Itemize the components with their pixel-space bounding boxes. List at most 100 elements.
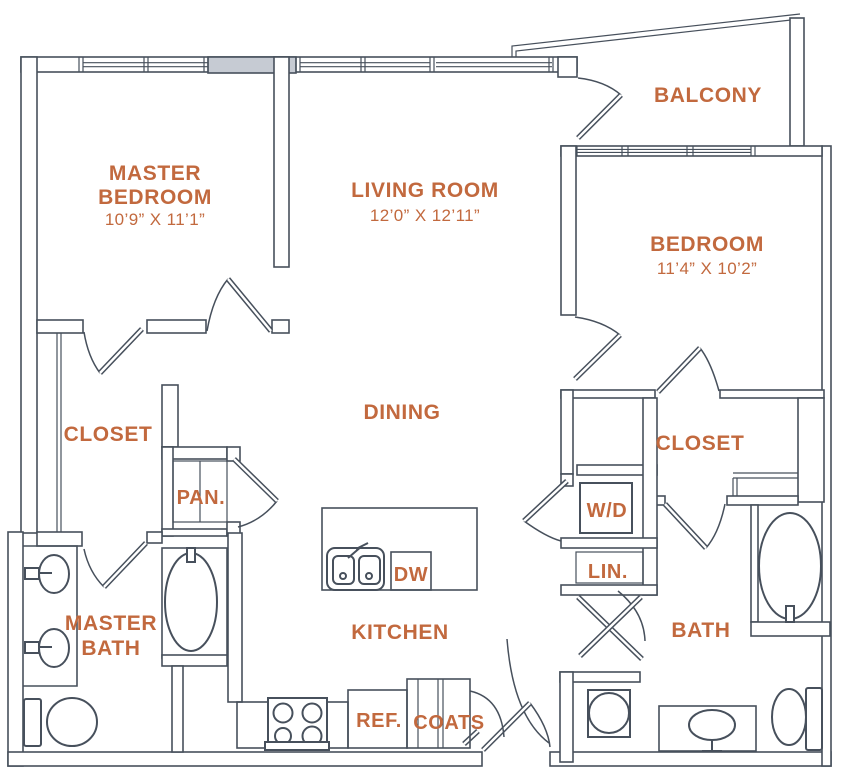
label-coats: COATS bbox=[413, 712, 485, 734]
kitchen-sink bbox=[326, 547, 385, 591]
door-leaf bbox=[463, 730, 479, 745]
interior-walls bbox=[36, 56, 831, 763]
sink bbox=[688, 709, 736, 741]
tub-faucet bbox=[785, 605, 795, 623]
room-dims-bedroom: 11’4” X 10’2” bbox=[657, 259, 757, 278]
wall bbox=[7, 751, 483, 767]
room-label-dining: DINING bbox=[363, 401, 440, 424]
label-dishwasher: DW bbox=[394, 564, 429, 586]
door-arc bbox=[237, 500, 278, 528]
wall bbox=[161, 446, 174, 537]
room-label-master-bedroom: BEDROOM bbox=[98, 186, 212, 209]
wall bbox=[20, 56, 38, 534]
wall bbox=[750, 621, 831, 637]
wall-cap bbox=[226, 446, 241, 462]
door-arc bbox=[523, 520, 562, 542]
wall bbox=[559, 671, 574, 763]
door-leaf bbox=[579, 596, 642, 657]
wall-cap bbox=[557, 56, 578, 78]
door-leaf bbox=[482, 702, 531, 751]
bath-counter bbox=[658, 705, 757, 752]
wall bbox=[719, 389, 825, 399]
room-dims-master-bedroom: 10’9” X 11’1” bbox=[105, 210, 205, 229]
washer-dryer-box bbox=[579, 482, 633, 534]
wall bbox=[560, 537, 658, 549]
room-label-master-bath: BATH bbox=[81, 637, 140, 660]
wall bbox=[273, 56, 290, 268]
door-leaf bbox=[657, 347, 701, 393]
linen-box bbox=[575, 551, 644, 584]
wall bbox=[726, 495, 799, 506]
window-glass bbox=[577, 148, 751, 153]
door-arc bbox=[577, 77, 622, 96]
vanity-counter bbox=[23, 545, 78, 687]
room-label-master-bedroom: MASTER bbox=[109, 162, 201, 185]
wall bbox=[36, 319, 84, 334]
room-labels: MASTER BEDROOM 10’9” X 11’1” LIVING ROOM… bbox=[64, 84, 764, 734]
wall bbox=[227, 532, 243, 703]
wall bbox=[797, 397, 825, 503]
sink-drain bbox=[365, 572, 373, 580]
room-label-bedroom: BEDROOM bbox=[650, 233, 764, 256]
door-leaf bbox=[227, 278, 272, 332]
door-arc bbox=[206, 278, 229, 332]
room-label-washer-dryer: W/D bbox=[587, 500, 628, 522]
toilet-bowl bbox=[771, 688, 807, 746]
door-leaf bbox=[664, 503, 707, 549]
shower-drain bbox=[588, 692, 630, 734]
room-label-linen: LIN. bbox=[588, 561, 628, 583]
door-leaf bbox=[99, 328, 143, 374]
door-arc bbox=[469, 690, 505, 738]
coats-closet-lines bbox=[417, 679, 444, 748]
door-leaf bbox=[103, 542, 147, 588]
wall bbox=[36, 531, 83, 547]
wall bbox=[146, 319, 207, 334]
tub-faucet bbox=[186, 547, 196, 563]
wall bbox=[549, 751, 832, 767]
room-label-living-room: LIVING ROOM bbox=[351, 179, 499, 202]
balcony-slanted-wall bbox=[511, 13, 801, 57]
burner bbox=[301, 702, 323, 724]
wall bbox=[20, 56, 578, 73]
label-refrigerator: REF. bbox=[356, 710, 402, 732]
faucet bbox=[24, 567, 40, 580]
sink-basin bbox=[332, 555, 355, 585]
burner bbox=[272, 702, 294, 724]
wall bbox=[7, 531, 24, 767]
doors bbox=[83, 277, 726, 752]
wall-cap bbox=[146, 531, 163, 544]
bathtub bbox=[164, 552, 218, 652]
room-label-master-closet: CLOSET bbox=[64, 423, 153, 446]
door-arc bbox=[506, 638, 550, 744]
balcony-door bbox=[576, 77, 623, 140]
faucet-spout bbox=[347, 542, 369, 559]
toilet-tank bbox=[23, 698, 42, 747]
wall bbox=[161, 384, 179, 448]
room-dims-living-room: 12’0” X 12’11” bbox=[370, 206, 480, 225]
room-label-bath: BATH bbox=[671, 619, 730, 642]
door-arc bbox=[529, 702, 551, 748]
stove-base bbox=[264, 741, 330, 751]
door-leaf bbox=[574, 334, 621, 380]
door-arc bbox=[705, 503, 726, 549]
balcony-walls bbox=[511, 13, 823, 157]
wall bbox=[271, 319, 290, 334]
sink-pedestal bbox=[702, 740, 722, 752]
door-arc bbox=[617, 590, 646, 642]
wall bbox=[560, 389, 656, 399]
room-label-pantry: PAN. bbox=[177, 487, 226, 509]
closet-shelf-lines bbox=[732, 472, 798, 496]
window-mullions bbox=[78, 57, 554, 72]
wall bbox=[171, 665, 184, 753]
door-arc bbox=[83, 331, 101, 374]
room-label-master-bath: MASTER bbox=[65, 612, 157, 635]
wall bbox=[560, 584, 658, 596]
wall bbox=[161, 528, 228, 537]
wall bbox=[161, 654, 228, 667]
shower-stall bbox=[587, 689, 631, 738]
faucet bbox=[24, 641, 40, 654]
fixtures bbox=[23, 482, 823, 752]
wall bbox=[642, 397, 658, 596]
